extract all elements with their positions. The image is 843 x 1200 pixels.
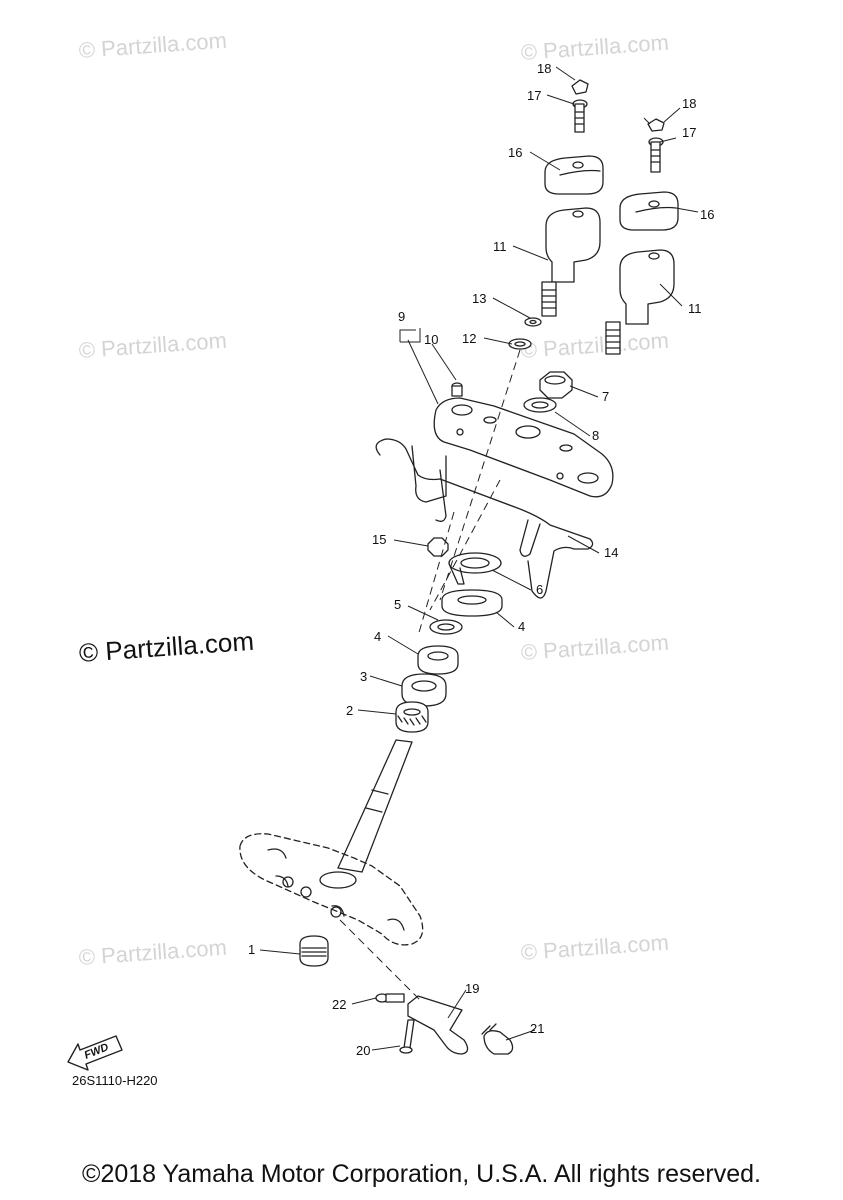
part-11-holder-right [605,249,675,355]
part-16-holder-right [619,191,679,231]
callout-9: 9 [398,309,406,324]
part-20-screw [399,1019,415,1054]
part-5-washer [429,619,463,635]
part-2-bearing [395,701,429,733]
callout-17-left: 17 [527,88,542,103]
callout-7: 7 [602,389,610,404]
callout-18-left: 18 [537,61,552,76]
callout-22: 22 [332,997,347,1012]
callout-1: 1 [248,942,256,957]
copyright-footer: ©2018 Yamaha Motor Corporation, U.S.A. A… [82,1160,761,1188]
callout-13: 13 [472,291,487,306]
callout-16-left: 16 [508,145,523,160]
part-4-ring-nut-lower [417,645,459,675]
callout-8: 8 [592,428,600,443]
callout-11-left: 11 [493,239,507,254]
callout-10: 10 [424,332,439,347]
part-18-cap-left [571,79,589,95]
callout-3: 3 [360,669,368,684]
lower-bracket-steering-stem [239,739,424,946]
callout-4-left: 4 [374,629,382,644]
callout-12: 12 [462,331,477,346]
callout-19: 19 [465,981,480,996]
part-11-holder-left [541,207,601,317]
part-8-washer [523,397,557,413]
diagram-code: 26S1110-H220 [72,1073,158,1088]
part-17-bolt-left [572,99,588,133]
callout-16-right: 16 [700,207,715,222]
callout-14: 14 [604,545,619,560]
part-19-bracket [407,995,469,1055]
part-17-bolt-right [648,137,664,173]
part-22-bolt [375,993,405,1003]
callout-4-right: 4 [518,619,526,634]
part-12-washer [508,338,532,350]
callout-11-right: 11 [688,301,702,316]
callout-20: 20 [356,1043,371,1058]
part-1-stem-nut [299,935,329,967]
part-21-cap [483,1030,514,1055]
callout-5: 5 [394,597,402,612]
fwd-arrow-icon: FWD [67,1035,123,1071]
part-3-bearing-cover [401,673,447,707]
callout-17-right: 17 [682,125,697,140]
callout-2: 2 [346,703,354,718]
part-13-washer [524,317,542,327]
callout-6: 6 [536,582,544,597]
part-18-cap-right [647,118,665,132]
part-4-ring-nut-upper [441,589,503,617]
part-9-upper-bracket [433,397,614,498]
callout-21: 21 [530,1021,545,1036]
part-15-nut [427,537,449,557]
part-6-washer [448,552,502,585]
part-16-holder-left [544,155,604,195]
callout-18-right: 18 [682,96,697,111]
part-14-wire-bracket [375,438,594,599]
callout-15: 15 [372,532,387,547]
part-10-bolt [451,382,463,397]
